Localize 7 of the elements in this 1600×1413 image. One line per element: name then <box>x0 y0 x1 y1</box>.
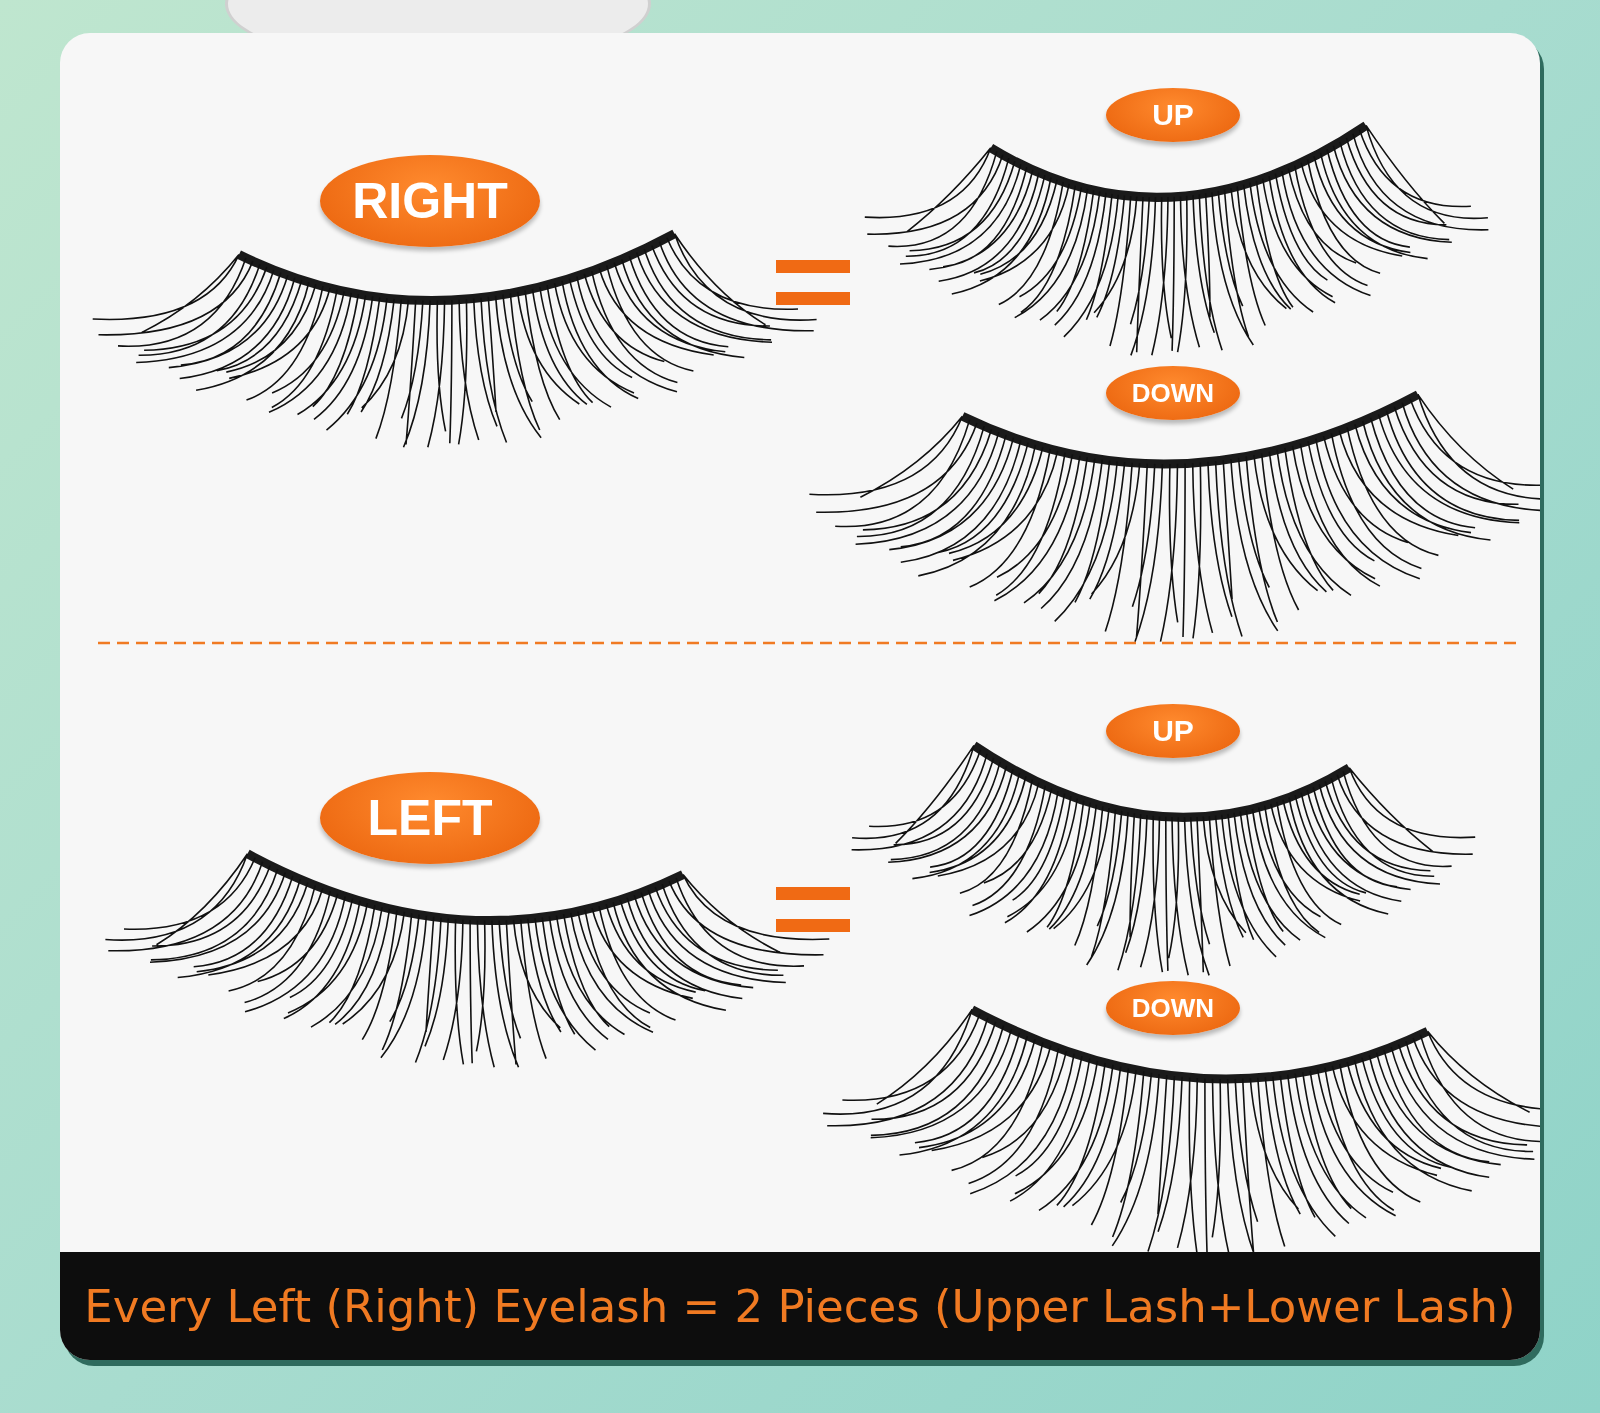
side-label: RIGHT <box>320 155 540 247</box>
side-label: DOWN <box>1106 981 1240 1035</box>
caption: Every Left (Right) Eyelash = 2 Pieces (Upper Lash+Lower Lash) <box>84 1279 1516 1333</box>
side-label: DOWN <box>1106 366 1240 420</box>
side-label: UP <box>1106 88 1240 142</box>
side-label: UP <box>1106 704 1240 758</box>
side-label: LEFT <box>320 772 540 864</box>
